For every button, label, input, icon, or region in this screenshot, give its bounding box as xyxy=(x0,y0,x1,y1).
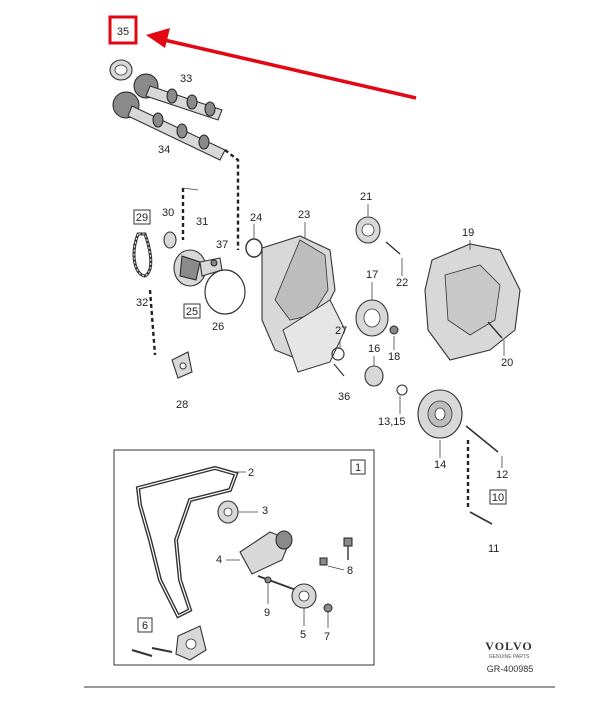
box-29 xyxy=(133,209,151,225)
washer-27 xyxy=(331,347,345,361)
crank-pulley-14 xyxy=(417,389,463,439)
callout-2[interactable]: 2 xyxy=(248,467,254,479)
idler-5 xyxy=(291,583,317,609)
sprocket-17 xyxy=(355,299,389,337)
callout-12[interactable]: 12 xyxy=(496,469,508,481)
pulley-3 xyxy=(217,500,239,524)
dashed-leader-32 xyxy=(148,289,157,356)
box-10 xyxy=(489,489,507,505)
belt-2 xyxy=(135,465,239,619)
callout-7[interactable]: 7 xyxy=(324,631,330,643)
water-pump-37 xyxy=(173,249,223,287)
highlight-label: 35 xyxy=(117,26,129,38)
callout-23[interactable]: 23 xyxy=(298,209,310,221)
camshaft-seal-35 xyxy=(109,59,133,81)
callout-5[interactable]: 5 xyxy=(300,629,306,641)
dashed-leader-camshaft xyxy=(224,149,240,250)
callout-29[interactable]: 29 xyxy=(136,212,148,224)
callout-11[interactable]: 11 xyxy=(488,543,499,555)
callout-28[interactable]: 28 xyxy=(176,399,188,411)
callout-21[interactable]: 21 xyxy=(360,191,372,203)
callout-25[interactable]: 25 xyxy=(186,306,198,318)
seal-24 xyxy=(245,238,263,258)
timing-belt-32 xyxy=(132,232,153,278)
callout-31[interactable]: 31 xyxy=(196,216,208,228)
box-25 xyxy=(183,303,201,319)
bolt-9 xyxy=(257,575,297,591)
callout-17[interactable]: 17 xyxy=(366,269,378,281)
gasket-6 xyxy=(175,625,207,661)
svg-text:GENUINE PARTS: GENUINE PARTS xyxy=(489,654,530,660)
callout-14[interactable]: 14 xyxy=(434,459,446,471)
camshaft-34 xyxy=(112,91,226,161)
bolts-6 xyxy=(131,647,173,657)
camshaft-33 xyxy=(133,73,223,121)
callout-16[interactable]: 16 xyxy=(368,343,380,355)
bracket-28 xyxy=(171,351,193,379)
callout-36[interactable]: 36 xyxy=(338,391,350,403)
gasket-26 xyxy=(204,269,246,315)
callout-33[interactable]: 33 xyxy=(180,73,192,85)
callout-6[interactable]: 6 xyxy=(142,620,148,632)
callout-32[interactable]: 32 xyxy=(136,297,148,309)
washer-13-15 xyxy=(396,384,408,396)
callout-26[interactable]: 26 xyxy=(212,321,224,333)
pulley-16 xyxy=(364,365,384,387)
callout-20[interactable]: 20 xyxy=(501,357,513,369)
tensioner-30 xyxy=(163,231,177,249)
highlight-box xyxy=(108,15,138,45)
callout-18[interactable]: 18 xyxy=(388,351,400,363)
tensioner-4 xyxy=(239,530,293,575)
nut-7 xyxy=(323,603,333,613)
volvo-logo: VOLVO GENUINE PARTS xyxy=(485,639,532,660)
timing-cover-23 xyxy=(261,235,346,373)
reference-number: GR-400985 xyxy=(487,664,534,674)
cover-19 xyxy=(424,243,521,361)
callout-37[interactable]: 37 xyxy=(216,239,228,251)
callout-30[interactable]: 30 xyxy=(162,207,174,219)
box-1 xyxy=(350,459,366,475)
bolt-18 xyxy=(389,325,399,335)
callout-24[interactable]: 24 xyxy=(250,212,262,224)
callout-22[interactable]: 22 xyxy=(396,277,408,289)
idler-pulley-21 xyxy=(355,216,381,244)
red-arrow xyxy=(146,28,417,100)
bolt-8 xyxy=(319,537,353,566)
svg-text:VOLVO: VOLVO xyxy=(485,639,532,653)
callout-13-15[interactable]: 13,15 xyxy=(378,416,406,428)
callout-8[interactable]: 8 xyxy=(347,565,353,577)
highlight-35[interactable]: 35 xyxy=(108,15,138,45)
callout-34[interactable]: 34 xyxy=(158,144,170,156)
callout-19[interactable]: 19 xyxy=(462,227,474,239)
callout-3[interactable]: 3 xyxy=(262,505,268,517)
callout-1[interactable]: 1 xyxy=(355,462,361,474)
callout-9[interactable]: 9 xyxy=(264,607,270,619)
inset-box xyxy=(113,449,375,666)
callout-4[interactable]: 4 xyxy=(216,554,222,566)
box-6 xyxy=(137,617,153,633)
callout-27[interactable]: 27 xyxy=(335,325,347,337)
callout-10[interactable]: 10 xyxy=(492,492,504,504)
